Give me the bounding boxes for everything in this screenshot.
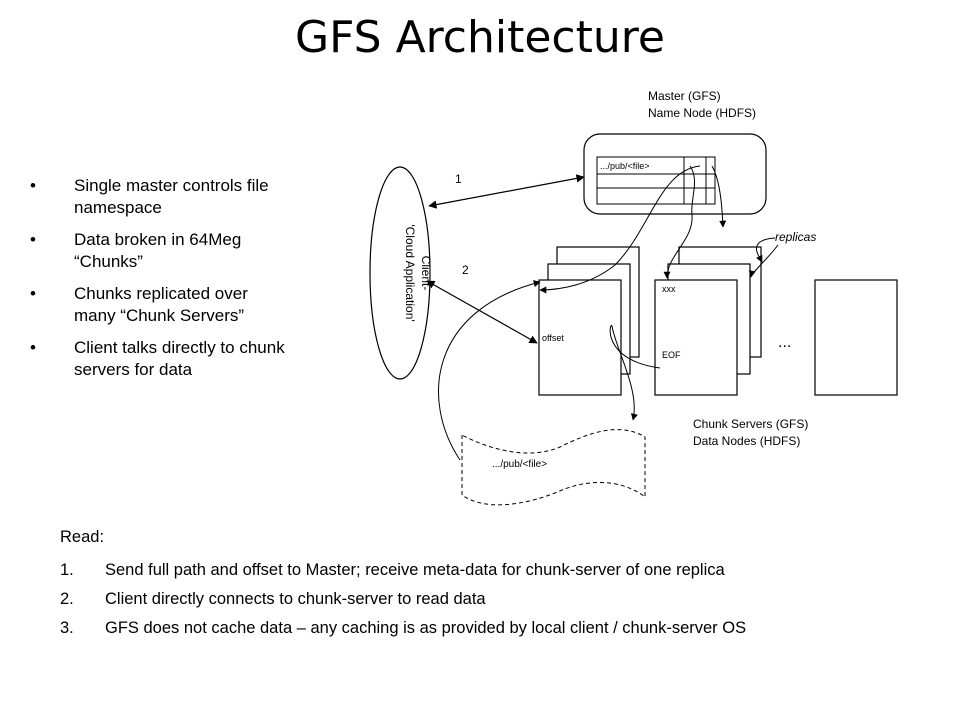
read-step-text: GFS does not cache data – any caching is… bbox=[105, 619, 747, 637]
read-step-text: Client directly connects to chunk-server… bbox=[105, 590, 486, 608]
client-label-2: 'Cloud Application' bbox=[403, 224, 417, 321]
bullet-text: Chunks replicated over many “Chunk Serve… bbox=[74, 284, 248, 325]
arrow-2-label: 2 bbox=[462, 263, 469, 277]
chunk-stack-1 bbox=[538, 246, 640, 396]
master-label-1: Master (GFS) bbox=[648, 89, 721, 103]
bullet-item: • Client talks directly to chunk servers … bbox=[30, 337, 290, 381]
eof-label: EOF bbox=[662, 350, 681, 360]
xxx-label: xxx bbox=[662, 284, 676, 294]
bullet-item: • Data broken in 64Meg “Chunks” bbox=[30, 229, 290, 273]
arrow-2 bbox=[426, 280, 538, 344]
bullet-list: • Single master controls file namespace •… bbox=[30, 175, 290, 391]
chunk-servers-label-1: Chunk Servers (GFS) bbox=[693, 417, 808, 431]
bullet-dot-icon: • bbox=[30, 230, 36, 249]
arrow-1-label: 1 bbox=[455, 172, 462, 186]
master-to-chunk2-curve bbox=[663, 165, 695, 279]
master-label-2: Name Node (HDFS) bbox=[648, 106, 756, 120]
arrow-1 bbox=[428, 174, 585, 209]
replicas-arrow-1 bbox=[756, 237, 776, 263]
bullet-dot-icon: • bbox=[30, 176, 36, 195]
master-to-replica-curve bbox=[711, 165, 727, 228]
ellipsis-label: ... bbox=[778, 334, 791, 351]
bullet-text: Client talks directly to chunk servers f… bbox=[74, 338, 285, 379]
gfs-diagram: Master (GFS) Name Node (HDFS) .../pub/<f… bbox=[369, 89, 898, 506]
chunk-stack-2 bbox=[654, 246, 762, 396]
replicas-label: replicas bbox=[775, 230, 816, 244]
chunk-servers-label-2: Data Nodes (HDFS) bbox=[693, 434, 800, 448]
read-heading: Read: bbox=[60, 528, 105, 546]
bullet-item: • Chunks replicated over many “Chunk Serv… bbox=[30, 283, 290, 327]
read-step-text: Send full path and offset to Master; rec… bbox=[105, 561, 725, 579]
client-ellipse bbox=[369, 166, 431, 380]
bullet-item: • Single master controls file namespace bbox=[30, 175, 290, 219]
offset-label: offset bbox=[542, 333, 564, 343]
master-to-chunk1-curve bbox=[539, 165, 701, 294]
bullet-text: Single master controls file namespace bbox=[74, 176, 269, 217]
chunk-single bbox=[814, 279, 898, 396]
chunk-to-scroll-curve bbox=[609, 324, 661, 421]
file-path-label: .../pub/<file> bbox=[492, 459, 547, 470]
read-step-number: 3. bbox=[60, 619, 74, 637]
slide-title: GFS Architecture bbox=[295, 12, 665, 63]
read-step-number: 1. bbox=[60, 561, 74, 579]
scroll-to-chunk-curve bbox=[438, 280, 541, 461]
read-section: Read: 1. Send full path and offset to Ma… bbox=[60, 528, 940, 648]
bullet-text: Data broken in 64Meg “Chunks” bbox=[74, 230, 242, 271]
read-step-number: 2. bbox=[60, 590, 74, 608]
bullet-dot-icon: • bbox=[30, 284, 36, 303]
client-label-1: Client- bbox=[419, 256, 433, 291]
master-table-path: .../pub/<file> bbox=[600, 161, 650, 171]
replicas-arrow-2 bbox=[748, 244, 779, 278]
read-step: 1. Send full path and offset to Master; … bbox=[60, 561, 940, 580]
read-step: 2. Client directly connects to chunk-ser… bbox=[60, 590, 940, 609]
file-path-scroll bbox=[461, 429, 646, 506]
read-step: 3. GFS does not cache data – any caching… bbox=[60, 619, 940, 638]
bullet-dot-icon: • bbox=[30, 338, 36, 357]
